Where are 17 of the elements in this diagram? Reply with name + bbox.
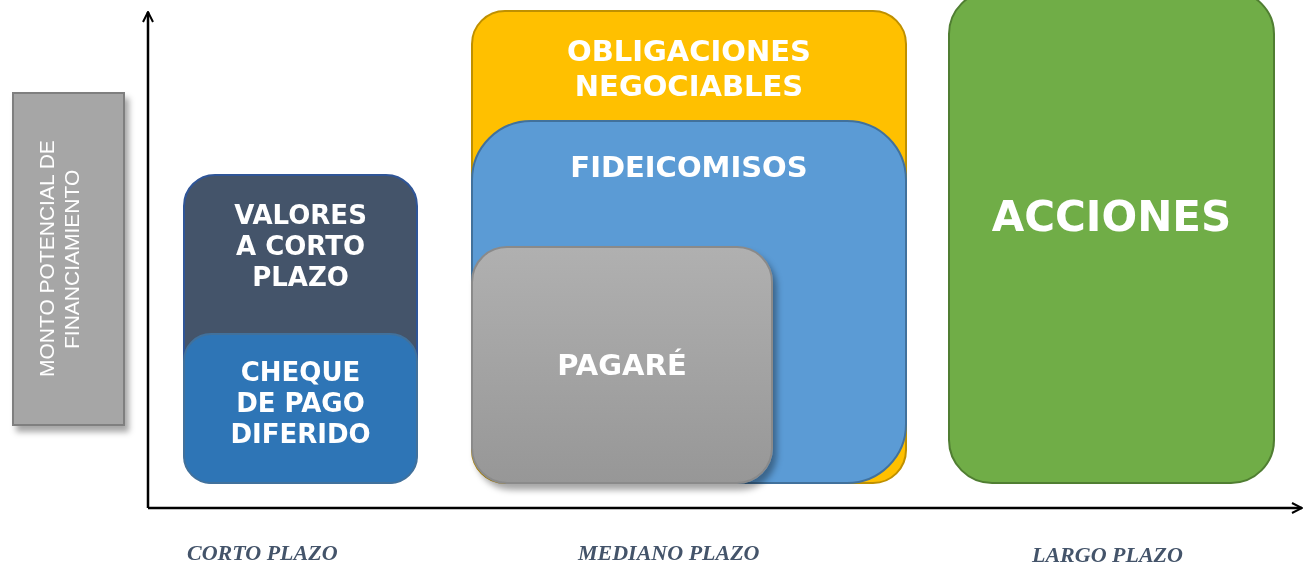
rounded-box <box>183 333 418 484</box>
box-title: ACCIONES <box>990 192 1233 243</box>
rounded-box <box>471 120 907 484</box>
box-title: VALORES A CORTO PLAZO <box>233 200 368 294</box>
rounded-box <box>183 174 418 484</box>
axis-category-label: CORTO PLAZO <box>187 540 338 566</box>
rounded-box <box>948 0 1275 484</box>
box-title: CHEQUE DE PAGO DIFERIDO <box>229 357 372 451</box>
axis-category-label: LARGO PLAZO <box>1032 542 1183 568</box>
box-title: OBLIGACIONES NEGOCIABLES <box>566 34 812 104</box>
box-title: FIDEICOMISOS <box>569 150 809 185</box>
axis-title-box <box>12 92 125 426</box>
axis-category-label: MEDIANO PLAZO <box>578 540 760 566</box>
axis-title: MONTO POTENCIAL DE FINANCIAMIENTO <box>33 139 84 380</box>
rounded-box <box>471 246 773 484</box>
box-title: PAGARÉ <box>556 348 688 383</box>
rounded-box <box>471 10 907 484</box>
